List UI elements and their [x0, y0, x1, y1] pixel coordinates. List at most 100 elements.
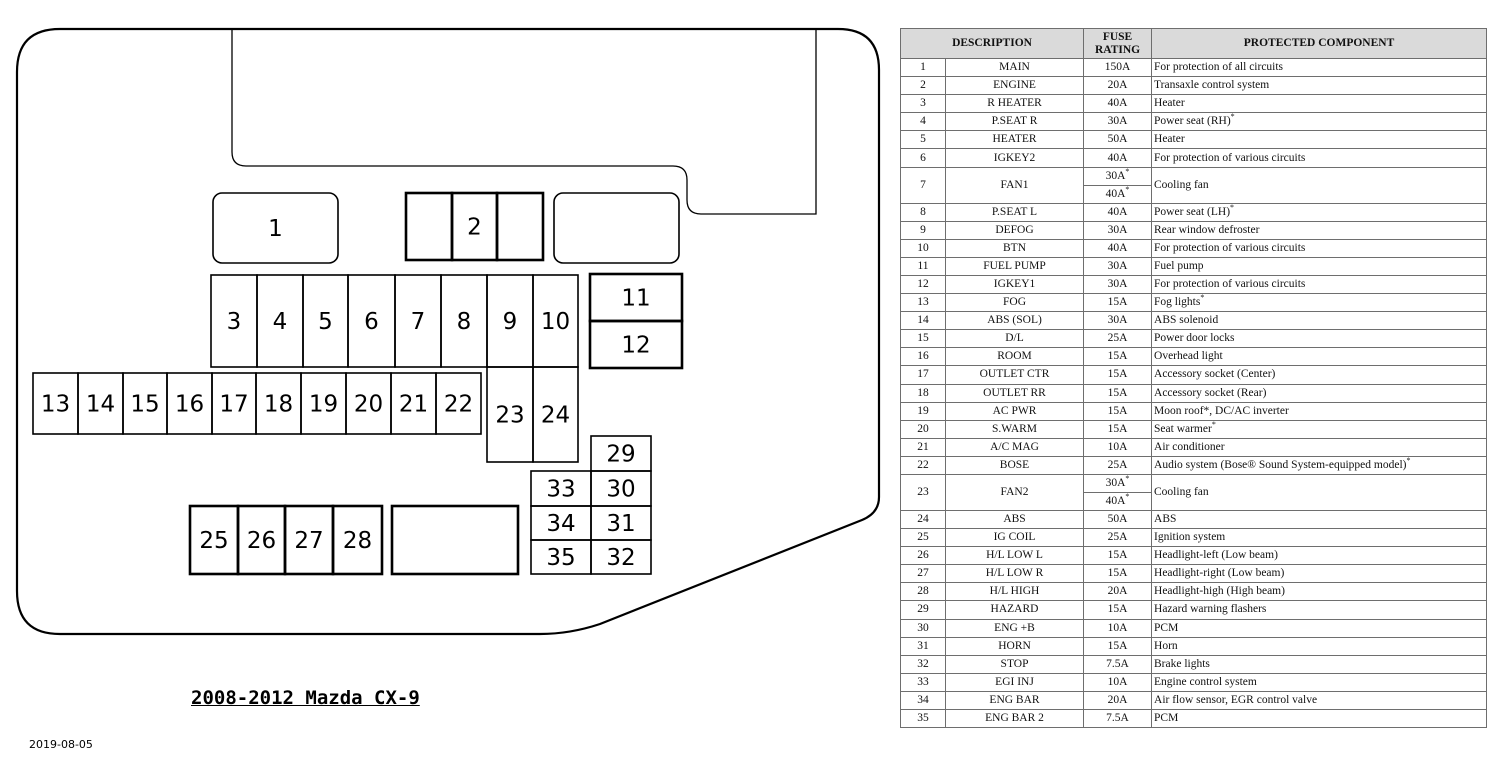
fuse-rating-value: 50A	[1107, 513, 1128, 526]
fuse-rating-value: 40A	[1105, 494, 1126, 507]
fuse-slot-32: 32	[590, 539, 652, 575]
fuse-rating-cell: 50A	[1083, 130, 1153, 150]
fuse-slot-17: 17	[211, 372, 257, 435]
fuse-rating-cell: 25A	[1083, 329, 1153, 349]
rating-footnote-mark: *	[1125, 492, 1130, 502]
fuse-number-cell: 32	[900, 654, 946, 674]
fuse-slot-number: 1	[268, 216, 283, 242]
fuse-rating-cell: 30A	[1083, 112, 1153, 132]
rating-footnote-mark: *	[1125, 185, 1130, 194]
fuse-number-cell: 5	[900, 130, 946, 150]
fuse-number-cell: 31	[900, 636, 946, 656]
protected-component-cell: Headlight-right (Low beam)	[1151, 564, 1488, 584]
fuse-rating-cell: 15A	[1083, 401, 1153, 421]
protected-component-text: Cooling fan	[1154, 178, 1209, 191]
fuse-slot-21: 21	[390, 372, 437, 435]
component-footnote-mark: *	[1200, 293, 1205, 303]
fuse-description-cell: H/L LOW L	[944, 546, 1085, 566]
fuse-number-cell: 19	[900, 401, 946, 421]
fuse-description-cell: ENG BAR	[944, 690, 1085, 711]
fuse-slot-12: 12	[588, 319, 684, 370]
fuse-rating-cell: 30A	[1083, 311, 1153, 331]
fuse-rating-cell: 10A	[1083, 672, 1153, 692]
protected-component-text: For protection of various circuits	[1154, 151, 1306, 164]
fuse-rating-value: 30A	[1107, 277, 1128, 290]
fuse-rating-value: 40A	[1107, 97, 1128, 110]
fuse-slot-23: 23	[486, 366, 534, 463]
fuse-slot-number: 11	[621, 286, 650, 312]
fuse-row-alt-rating: 40A*	[901, 491, 1487, 511]
fuse-number-cell: 20	[900, 419, 946, 439]
fuse-rating-value: 30A	[1107, 223, 1128, 236]
fuse-slot-number: 13	[41, 392, 70, 418]
fuse-rating-cell: 30A	[1083, 256, 1153, 276]
fuse-rating-value: 15A	[1107, 603, 1128, 616]
fuse-slot-number: 32	[606, 545, 635, 571]
fuse-rating-cell: 15A	[1083, 347, 1153, 367]
protected-component-text: Accessory socket (Center)	[1154, 368, 1276, 381]
fuse-slot-1: 1	[212, 192, 339, 264]
fuse-description-cell: ENGINE	[944, 76, 1085, 96]
fuse-description-cell: P.SEAT L	[944, 202, 1085, 222]
protected-component-text: Overhead light	[1154, 350, 1223, 363]
protected-component-text: PCM	[1154, 621, 1179, 634]
fuse-slot-number: 15	[130, 392, 159, 418]
fuse-rating-cell: 40A	[1083, 148, 1153, 168]
fuse-slot-number: 10	[541, 309, 570, 335]
fuse-description-cell: MAIN	[944, 57, 1085, 78]
fuse-rating-cell: 10A	[1083, 618, 1153, 638]
protected-component-cell: Heater	[1151, 94, 1488, 114]
fuse-rating-header: FUSE RATING	[1083, 28, 1153, 59]
fuse-rating-value: 20A	[1107, 585, 1128, 598]
diagram-title: 2008-2012 Mazda CX-9	[191, 687, 420, 709]
protected-component-text: For protection of all circuits	[1154, 61, 1284, 74]
fuse-number-cell: 13	[900, 293, 946, 313]
fuse-description-cell: OUTLET CTR	[944, 365, 1085, 385]
fuse-rating-cell: 30A*	[1083, 473, 1153, 493]
protected-component-text: Transaxle control system	[1154, 79, 1270, 92]
fuse-number-cell: 2	[900, 76, 946, 96]
fuse-slot-number: 14	[86, 392, 115, 418]
protected-component-text: Seat warmer	[1154, 422, 1212, 435]
fuse-number-cell: 3	[900, 94, 946, 114]
protected-component-text: Headlight-right (Low beam)	[1154, 567, 1285, 580]
fuse-rating-value: 25A	[1107, 458, 1128, 471]
fuse-slot-number: 31	[606, 511, 635, 537]
fuse-rating-value: 40A	[1107, 241, 1128, 254]
fuse-number-cell: 12	[900, 274, 946, 295]
fuse-slot-number: 7	[411, 309, 426, 335]
fuse-description-cell: IGKEY2	[944, 148, 1085, 168]
fuse-slot-number: 24	[541, 403, 570, 429]
protected-component-cell: Headlight-high (High beam)	[1151, 582, 1488, 602]
fuse-slot-13: 13	[32, 372, 79, 435]
protected-component-text: Heater	[1154, 133, 1185, 146]
fuse-slot-number: 3	[227, 309, 242, 335]
protected-component-text: Moon roof*, DC/AC inverter	[1154, 404, 1289, 417]
fuse-table: DESCRIPTION FUSE RATING PROTECTED COMPON…	[899, 28, 1488, 729]
fuse-rating-value: 10A	[1107, 675, 1128, 688]
protected-component-text: Air conditioner	[1154, 440, 1225, 453]
fuse-rating-value: 40A	[1107, 205, 1128, 218]
protected-component-cell: For protection of various circuits	[1151, 148, 1488, 168]
protected-component-text: Power door locks	[1154, 332, 1235, 345]
protected-component-text: Cooling fan	[1154, 485, 1209, 498]
fuse-slot-box	[331, 504, 384, 576]
fuse-description-cell: R HEATER	[944, 94, 1085, 114]
fuse-rating-value: 7.5A	[1106, 712, 1129, 725]
fuse-slot-box	[553, 192, 680, 264]
protected-component-text: Ignition system	[1154, 531, 1226, 544]
protected-component-cell: Air flow sensor, EGR control valve	[1151, 690, 1488, 711]
